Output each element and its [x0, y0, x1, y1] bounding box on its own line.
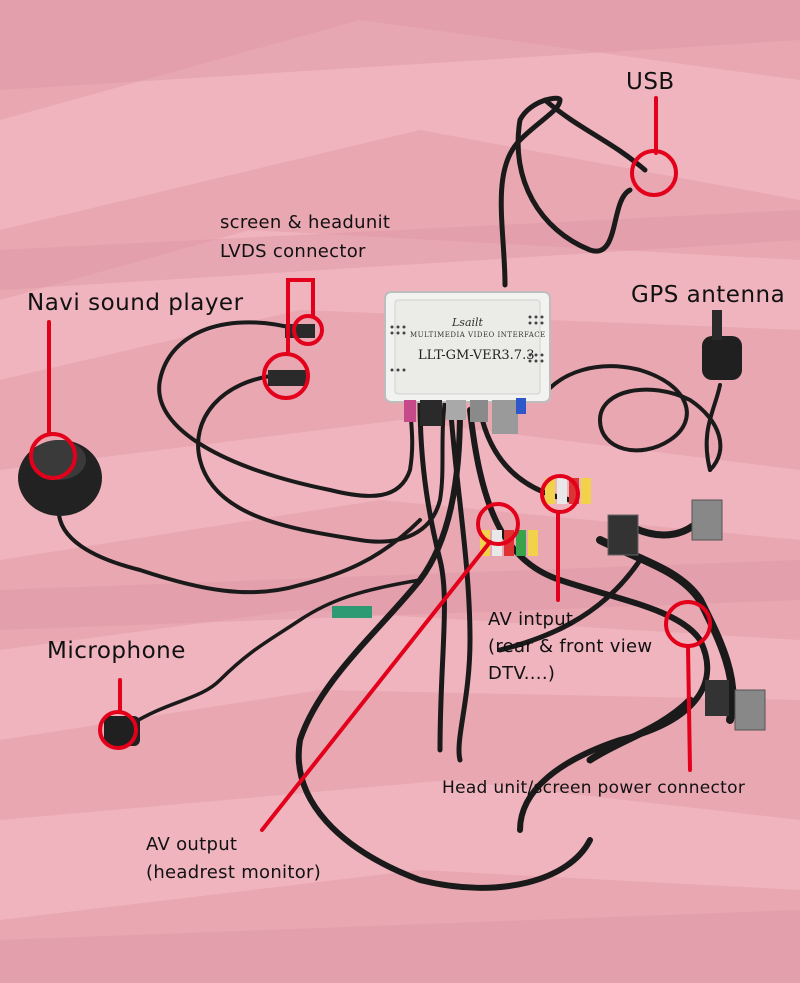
label-av-output-line2: (headrest monitor)	[146, 862, 322, 883]
label-usb: USB	[626, 69, 675, 95]
markers	[29, 96, 712, 832]
device-subtitle: MULTIMEDIA VIDEO INTERFACE	[410, 331, 546, 339]
label-av-input-line3: DTV....)	[488, 663, 556, 684]
background-stripes	[0, 20, 800, 920]
label-navi: Navi sound player	[27, 290, 244, 316]
label-av-input-line1: AV intput	[488, 609, 574, 630]
device-model: LLT-GM-VER3.7.3	[418, 348, 535, 363]
interface-box	[384, 291, 551, 403]
box-connectors	[404, 398, 526, 434]
label-gps: GPS antenna	[631, 282, 786, 308]
label-power: Head unit/screen power connector	[442, 778, 746, 798]
label-lvds-line1: screen & headunit	[220, 212, 391, 233]
device-brand: Lsailt	[452, 316, 483, 329]
microphone-clip	[104, 716, 140, 746]
label-av-input-line2: (rear & front view	[488, 636, 653, 657]
label-av-output-line1: AV output	[146, 834, 238, 855]
label-microphone: Microphone	[47, 638, 186, 664]
label-lvds-line2: LVDS connector	[220, 241, 366, 262]
gps-antenna	[702, 310, 742, 380]
power-connectors	[607, 499, 766, 731]
